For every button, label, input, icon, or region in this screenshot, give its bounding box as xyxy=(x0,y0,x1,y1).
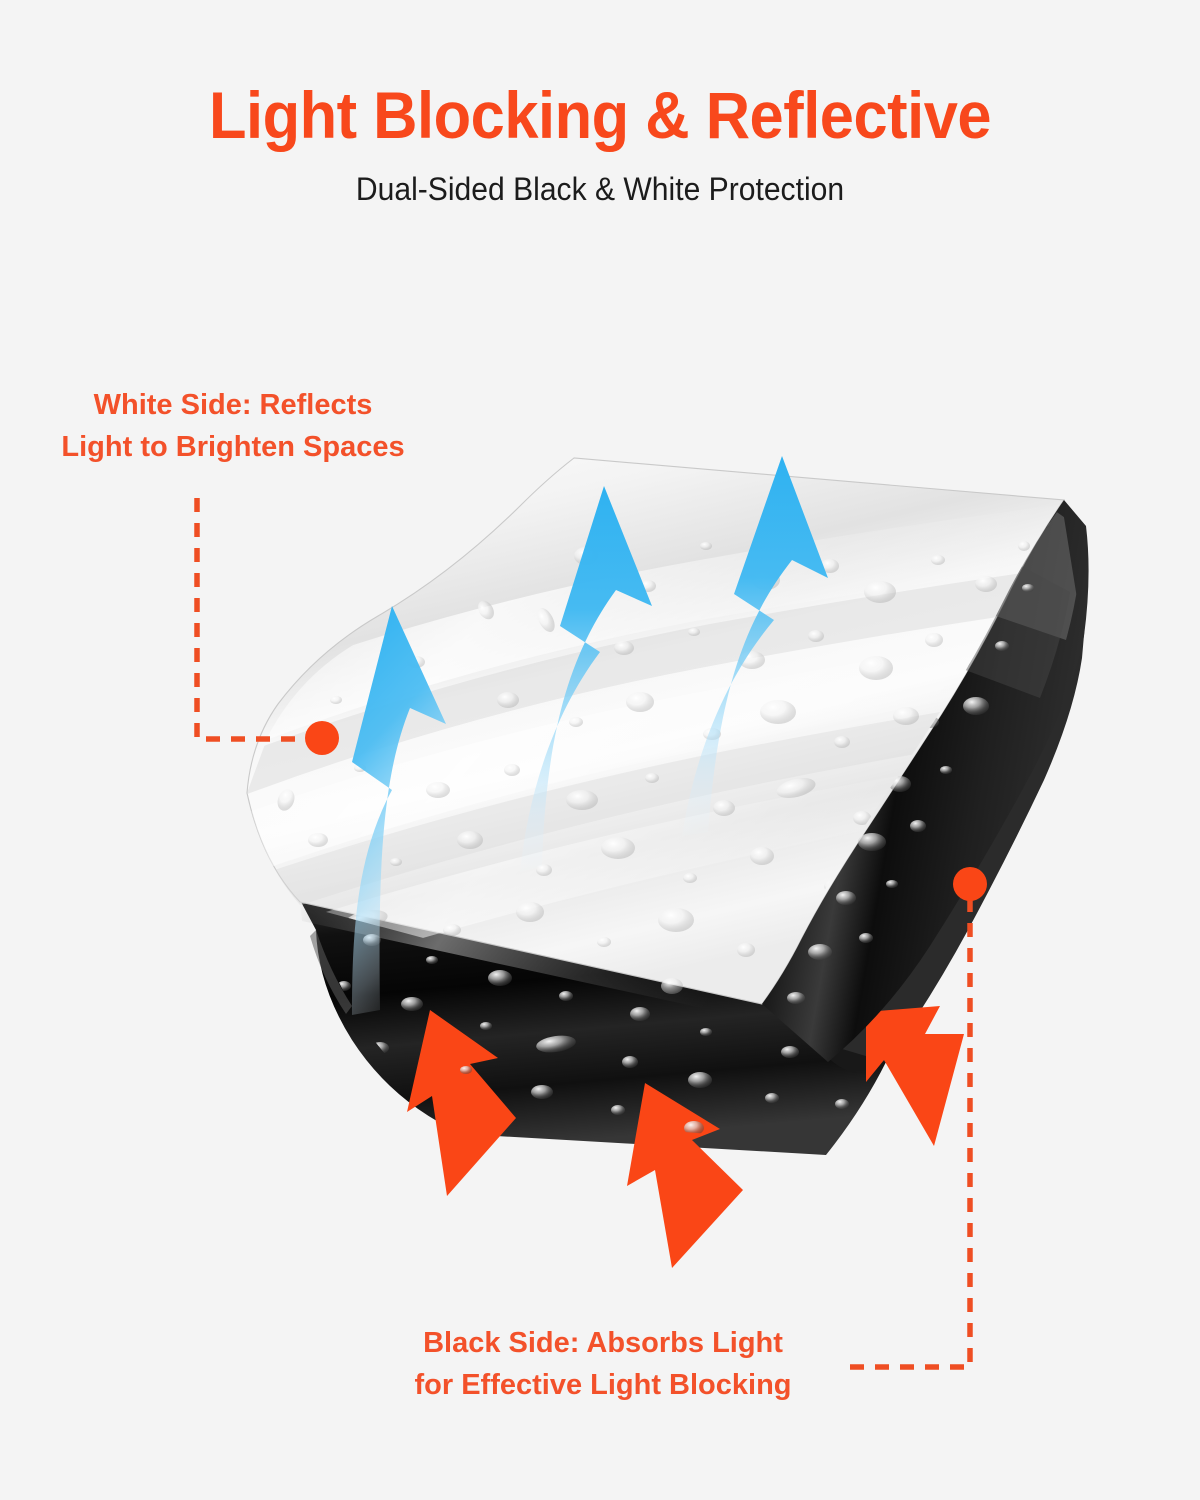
callout-connectors xyxy=(194,498,987,1370)
callout-black-side: Black Side: Absorbs Light for Effective … xyxy=(378,1322,828,1406)
callout-black-side-line-2: for Effective Light Blocking xyxy=(414,1369,792,1401)
callout-white-side-line-2: Light to Brighten Spaces xyxy=(61,431,405,463)
connector-line-black-side xyxy=(848,898,973,1370)
water-droplets-black-sheet xyxy=(337,934,849,1135)
water-droplets-white xyxy=(277,541,1030,994)
marker-dot-black-side xyxy=(953,867,987,901)
water-droplets-black-fold xyxy=(787,520,1050,1004)
callout-black-side-line-1: Black Side: Absorbs Light xyxy=(423,1327,783,1359)
page-subtitle: Dual-Sided Black & White Protection xyxy=(355,171,845,207)
callout-white-side-line-1: White Side: Reflects xyxy=(93,389,373,421)
connector-line-white-side xyxy=(194,498,310,742)
marker-dot-white-side xyxy=(305,721,339,755)
page-title: Light Blocking & Reflective xyxy=(208,78,992,152)
white-tarp-sheet xyxy=(246,457,1065,1005)
callout-white-side: White Side: Reflects Light to Brighten S… xyxy=(39,384,427,468)
blue-light-reflect-arrows xyxy=(352,456,828,1015)
header-block: Light Blocking & Reflective Dual-Sided B… xyxy=(0,78,1200,208)
orange-light-absorb-arrows xyxy=(407,1006,964,1268)
black-tarp-sheet xyxy=(300,612,1086,1155)
black-fold-edge xyxy=(762,500,1089,1062)
